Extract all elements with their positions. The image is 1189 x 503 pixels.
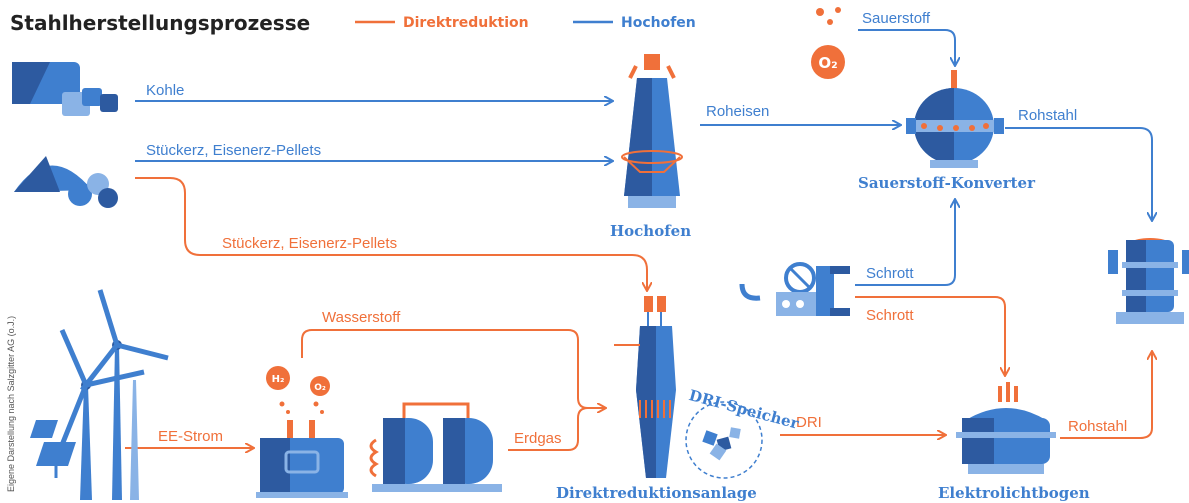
label-sauerstoff: Sauerstoff	[862, 10, 931, 27]
edge-schrott-orange	[855, 296, 1005, 375]
label-roheisen: Roheisen	[706, 103, 769, 120]
edge-sauerstoff	[858, 29, 955, 65]
label-kohle: Kohle	[146, 82, 184, 99]
legend-label-blast: Hochofen	[621, 15, 696, 31]
symbol-o2-big: O₂	[818, 54, 837, 72]
gas-storage-icon	[369, 402, 502, 492]
steel-ladle-icon	[1108, 238, 1189, 324]
edge-schrott-blue	[855, 200, 955, 286]
label-dri: DRI	[796, 414, 822, 431]
dr-plant-icon	[614, 296, 676, 478]
node-dri-speicher: DRI-Speicher	[687, 386, 802, 433]
edge-erdgas	[508, 407, 589, 451]
oxygen-source-icon	[811, 7, 845, 79]
symbol-h2: H₂	[272, 374, 285, 385]
credit-text: Eigene Darstellung nach Salzgitter AG (o…	[6, 316, 16, 492]
edge-rohstahl-top	[1005, 127, 1152, 220]
converter-icon	[906, 70, 1004, 168]
coal-icon	[12, 62, 118, 116]
edge-erz-orange	[135, 177, 647, 290]
edge-rohstahl-bottom	[1060, 352, 1152, 439]
node-elektro: Elektrolichtbogen	[938, 484, 1090, 502]
ore-icon	[14, 156, 118, 208]
label-schrott-blue: Schrott	[866, 265, 914, 282]
label-wasserstoff: Wasserstoff	[322, 309, 401, 326]
symbol-o2-small: O₂	[314, 383, 326, 393]
page-title: Stahlherstellungsprozesse	[10, 11, 310, 35]
blast-furnace-icon	[621, 54, 683, 208]
node-konverter: Sauerstoff-Konverter	[858, 174, 1036, 192]
label-ee-strom: EE-Strom	[158, 428, 223, 445]
wind-turbine-icon	[59, 289, 169, 500]
legend-label-direct: Direktreduktion	[403, 15, 529, 31]
edge-wasserstoff	[301, 329, 605, 408]
label-erdgas: Erdgas	[514, 430, 562, 447]
node-dr-anlage: Direktreduktionsanlage	[556, 484, 757, 502]
label-schrott-orange: Schrott	[866, 307, 914, 324]
node-hochofen: Hochofen	[610, 222, 691, 240]
electrolyzer-icon	[256, 366, 348, 498]
label-erz-blue: Stückerz, Eisenerz-Pellets	[146, 142, 321, 159]
scrap-icon	[739, 262, 850, 316]
label-erz-orange: Stückerz, Eisenerz-Pellets	[222, 235, 397, 252]
solar-panel-icon	[30, 420, 76, 478]
dri-storage-icon	[685, 401, 763, 479]
label-rohstahl-top: Rohstahl	[1018, 107, 1077, 124]
label-rohstahl-bottom: Rohstahl	[1068, 418, 1127, 435]
electric-arc-furnace-icon	[956, 382, 1056, 474]
